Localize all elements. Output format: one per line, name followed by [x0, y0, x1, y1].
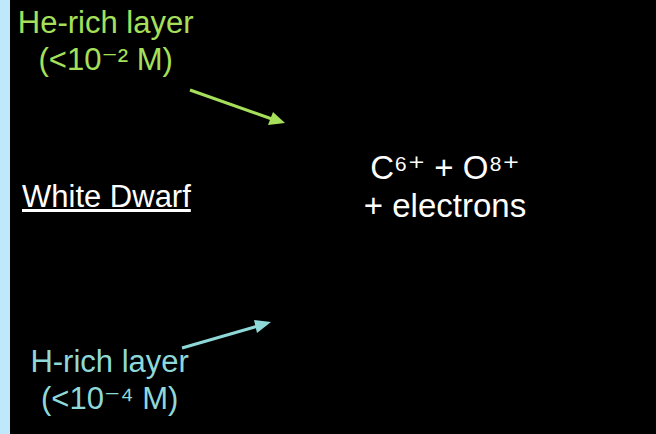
diagram-heading: White Dwarf	[22, 178, 191, 215]
layer-label: H-rich layer (<10⁻⁴ M)	[12, 343, 207, 417]
carbon-oxygen-core	[257, 34, 633, 410]
core-composition: C⁶⁺ + O⁸⁺ + electrons	[361, 149, 529, 225]
side-strip	[0, 0, 10, 434]
he-leader	[190, 90, 285, 125]
h-leader	[182, 320, 271, 348]
he-rich-ring	[247, 24, 643, 420]
layer-label: He-rich layer (<10⁻² M)	[8, 4, 203, 78]
white-dwarf-disk: C⁶⁺ + O⁸⁺ + electrons	[237, 14, 653, 430]
h-rich-ring	[237, 14, 653, 430]
